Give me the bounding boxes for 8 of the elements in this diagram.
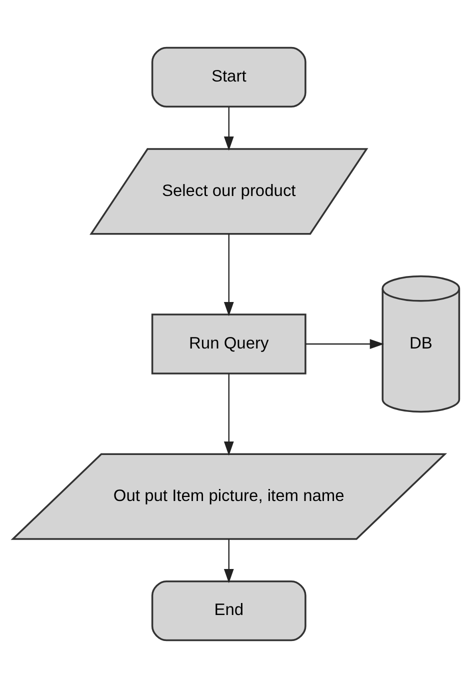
node-box: End (151, 580, 306, 642)
arrow (224, 374, 234, 456)
arrow (224, 234, 234, 316)
arrow (306, 339, 384, 349)
node-box: Run Query (151, 314, 306, 374)
arrow (224, 539, 234, 584)
arrow (224, 107, 234, 151)
node-box: Start (151, 46, 306, 108)
